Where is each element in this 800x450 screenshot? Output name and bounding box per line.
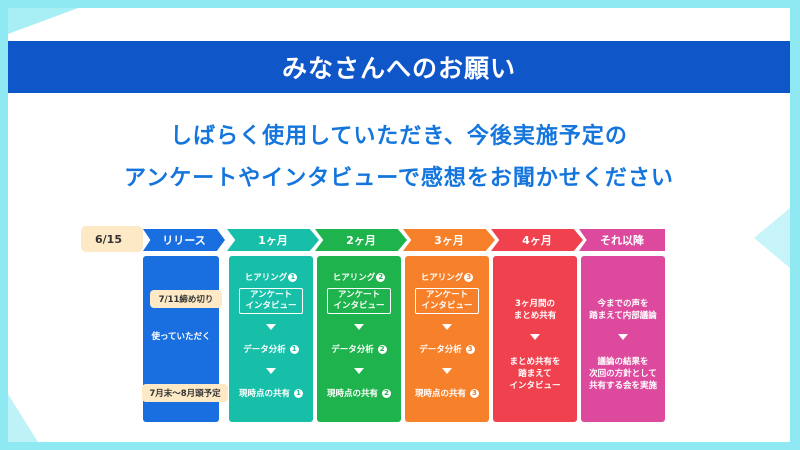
later-discussion-l2: 踏まえて内部議論: [589, 311, 657, 321]
corner-decoration-top-left: [8, 8, 78, 34]
column-later: 今までの声を 踏まえて内部議論 議論の結果を 次回の方針として 共有する会を実施: [581, 256, 665, 422]
month3-analysis: データ分析 3: [405, 344, 489, 356]
phase-label-month4: 4ヶ月: [522, 234, 552, 247]
month4-interview-l1: まとめ共有を: [509, 357, 561, 367]
later-discussion-l1: 今までの声を: [597, 299, 649, 309]
arrow-down-icon: [442, 324, 452, 330]
phase-label-later: それ以降: [600, 234, 644, 247]
phase-label-release: リリース: [162, 234, 206, 247]
phase-arrow-release: リリース: [143, 229, 225, 251]
phase-arrow-month2: 2ヶ月: [315, 229, 407, 251]
slide: みなさんへのお願い しばらく使用していただき、今後実施予定の アンケートやインタ…: [8, 8, 790, 442]
later-share-l3: 共有する会を実施: [588, 381, 657, 391]
corner-decoration-right: [754, 208, 790, 268]
phase-arrow-month1: 1ヶ月: [227, 229, 319, 251]
release-text: 使っていただく: [151, 332, 211, 342]
headline-line-1: しばらく使用していただき、今後実施予定の: [170, 124, 628, 149]
month1-analysis: データ分析 1: [229, 344, 313, 356]
column-month4: 3ヶ月間の まとめ共有 まとめ共有を 踏まえて インタビュー: [493, 256, 577, 422]
later-share-l1: 議論の結果を: [597, 357, 649, 367]
arrow-down-icon: [618, 334, 628, 340]
month4-interview-l2: 踏まえて: [518, 369, 552, 379]
arrow-down-icon: [354, 324, 364, 330]
arrow-down-icon: [354, 368, 364, 374]
headline-line-2: アンケートやインタビューで感想をお聞かせください: [124, 166, 674, 191]
month1-survey-box: アンケートインタビュー: [239, 288, 303, 314]
month3-survey-box: アンケートインタビュー: [415, 288, 479, 314]
month1-share: 現時点の共有 1: [229, 388, 313, 400]
title-banner: みなさんへのお願い: [8, 41, 790, 93]
arrow-down-icon: [266, 324, 276, 330]
month3-share: 現時点の共有 3: [405, 388, 489, 400]
month2-survey-box: アンケートインタビュー: [327, 288, 391, 314]
start-date-tag: 6/15: [81, 226, 143, 252]
month2-share: 現時点の共有 2: [317, 388, 401, 400]
corner-decoration-bottom-left: [8, 394, 38, 442]
month4-summary-l2: まとめ共有: [513, 311, 557, 321]
later-share-l2: 次回の方針として: [589, 369, 657, 379]
page-title: みなさんへのお願い: [281, 54, 516, 83]
arrow-down-icon: [266, 368, 276, 374]
phase-arrow-later: それ以降: [579, 229, 665, 251]
phase-label-month2: 2ヶ月: [346, 234, 376, 247]
arrow-down-icon: [530, 334, 540, 340]
month2-analysis: データ分析 2: [317, 344, 401, 356]
arrow-down-icon: [442, 368, 452, 374]
phase-label-month3: 3ヶ月: [434, 234, 464, 247]
deadline-note: 7/11締め切り: [150, 290, 222, 308]
month4-summary-l1: 3ヶ月間の: [515, 299, 555, 309]
phase-arrow-month4: 4ヶ月: [491, 229, 583, 251]
phase-label-month1: 1ヶ月: [258, 234, 288, 247]
phase-arrow-month3: 3ヶ月: [403, 229, 495, 251]
schedule-note: 7月末〜8月頭予定: [142, 384, 228, 402]
month4-interview-l3: インタビュー: [509, 381, 561, 391]
